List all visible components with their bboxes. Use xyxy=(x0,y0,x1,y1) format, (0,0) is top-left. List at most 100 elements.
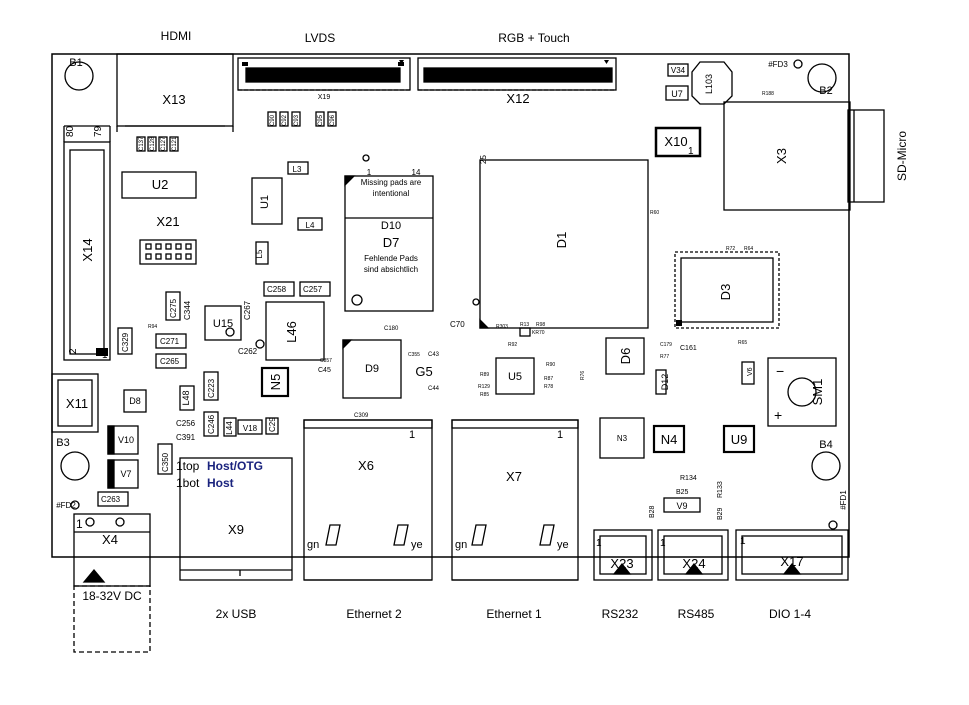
designator-x14: X14 xyxy=(80,238,95,261)
designator-l103: L103 xyxy=(704,74,714,94)
designator-u7: U7 xyxy=(671,89,683,99)
label-b29: B29 xyxy=(717,507,724,520)
x6-gn-label: gn xyxy=(307,539,319,551)
part-v6 xyxy=(741,361,755,385)
label-c96: C96 xyxy=(330,114,336,126)
ethernet-connector-x7 xyxy=(451,419,579,581)
label-c329: C329 xyxy=(121,332,130,352)
designator-n4: N4 xyxy=(661,432,678,447)
label-r133: R133 xyxy=(717,481,724,498)
note-de-line1: Fehlende Pads xyxy=(364,254,418,263)
part-d12 xyxy=(655,369,667,395)
power-label: 18-32V DC xyxy=(82,589,142,603)
designator-v9: V9 xyxy=(676,501,687,511)
designator-x19: X19 xyxy=(318,94,331,101)
designator-u1: U1 xyxy=(259,195,271,209)
hdmi-connector-x13 xyxy=(116,53,234,132)
usb-connector-x9 xyxy=(179,457,293,581)
note-pin1: 1 xyxy=(367,168,372,177)
label-b25: B25 xyxy=(676,489,689,496)
designator-x12: X12 xyxy=(506,91,529,106)
label-c344: C344 xyxy=(183,300,192,320)
label-r77: R77 xyxy=(660,354,669,360)
designator-u9: U9 xyxy=(731,432,748,447)
designator-v18: V18 xyxy=(243,424,258,433)
label-c256: C256 xyxy=(176,419,196,428)
fiducial-fd1-label: #FD1 xyxy=(839,490,848,510)
connector-x14 xyxy=(63,125,111,361)
label-c263: C263 xyxy=(101,495,121,504)
designator-x11: X11 xyxy=(66,396,88,411)
part-v34 xyxy=(667,63,689,77)
chip-n5 xyxy=(260,366,290,398)
label-r90: R90 xyxy=(546,362,555,368)
chip-d3 xyxy=(674,251,780,329)
x14-pin80: 80 xyxy=(65,125,76,137)
part-kr70 xyxy=(519,327,531,337)
ethernet-connector-x6 xyxy=(303,419,433,581)
designator-sm1: SM1 xyxy=(810,379,825,406)
label-c90: C90 xyxy=(270,114,276,126)
label-c128: C128 xyxy=(150,136,156,151)
x14-pin1: 1 xyxy=(102,350,108,361)
capacitor-c271 xyxy=(155,333,187,349)
designator-x13: X13 xyxy=(162,92,185,107)
inductor-l103 xyxy=(691,61,733,105)
designator-x24: X24 xyxy=(682,556,705,571)
designator-x21: X21 xyxy=(156,214,179,229)
fiducial-fd3-label: #FD3 xyxy=(768,60,788,69)
chip-u9 xyxy=(722,424,756,454)
capacitor-c246 xyxy=(203,411,219,437)
ethernet1-label: Ethernet 1 xyxy=(486,607,542,621)
fiducial-b4-label: B4 xyxy=(819,439,832,451)
buzzer-sm1 xyxy=(767,357,837,427)
fiducial-fd2 xyxy=(70,500,80,510)
x7-ye-label: ye xyxy=(557,539,569,551)
capacitor-c29 xyxy=(265,417,279,435)
d1-pin25: 25 xyxy=(479,155,488,164)
label-c357: C357 xyxy=(320,358,332,364)
inductor-l48 xyxy=(179,385,195,411)
label-c95: C95 xyxy=(318,114,324,126)
board-outline xyxy=(51,53,850,558)
capacitor-c275 xyxy=(165,291,181,321)
x14-pin79: 79 xyxy=(93,125,104,137)
label-c309: C309 xyxy=(354,413,369,419)
sd-micro-label: SD-Micro xyxy=(895,131,909,181)
label-r13: R13 xyxy=(520,322,529,328)
x7-pin1: 1 xyxy=(557,429,563,441)
label-c257: C257 xyxy=(303,285,323,294)
label-c265: C265 xyxy=(160,357,180,366)
designator-d8: D8 xyxy=(129,396,141,406)
usb-top-label: Host/OTG xyxy=(207,459,263,473)
connector-x10 xyxy=(654,126,702,158)
designator-v34: V34 xyxy=(671,66,686,75)
designator-l3: L3 xyxy=(293,165,302,174)
designator-d1: D1 xyxy=(554,232,569,249)
rs485-label: RS485 xyxy=(678,607,715,621)
label-r85: R85 xyxy=(480,392,489,398)
lvds-connector-x19 xyxy=(237,57,411,91)
note-de-line2: sind absichtlich xyxy=(364,265,418,274)
designator-l44: L44 xyxy=(225,421,234,435)
chip-n4 xyxy=(652,424,686,454)
inductor-l4 xyxy=(297,217,323,231)
designator-n3: N3 xyxy=(617,434,628,443)
note-en-line2: intentional xyxy=(373,189,410,198)
designator-v7: V7 xyxy=(120,469,131,479)
hdmi-label: HDMI xyxy=(161,29,192,43)
label-c127: C127 xyxy=(161,136,167,151)
sd-micro-connector-x3 xyxy=(723,101,885,211)
chip-u5 xyxy=(495,357,535,395)
label-r188: R188 xyxy=(762,91,774,97)
label-r65: R65 xyxy=(738,340,747,346)
label-c355: C355 xyxy=(408,352,420,358)
part-d8 xyxy=(123,389,147,413)
label-r87: R87 xyxy=(544,376,553,382)
pin-header-x21 xyxy=(139,239,197,265)
designator-d12: D12 xyxy=(660,374,670,391)
chip-d6 xyxy=(605,337,645,375)
designator-x3: X3 xyxy=(774,148,789,164)
x14-pin2: 2 xyxy=(68,348,79,354)
